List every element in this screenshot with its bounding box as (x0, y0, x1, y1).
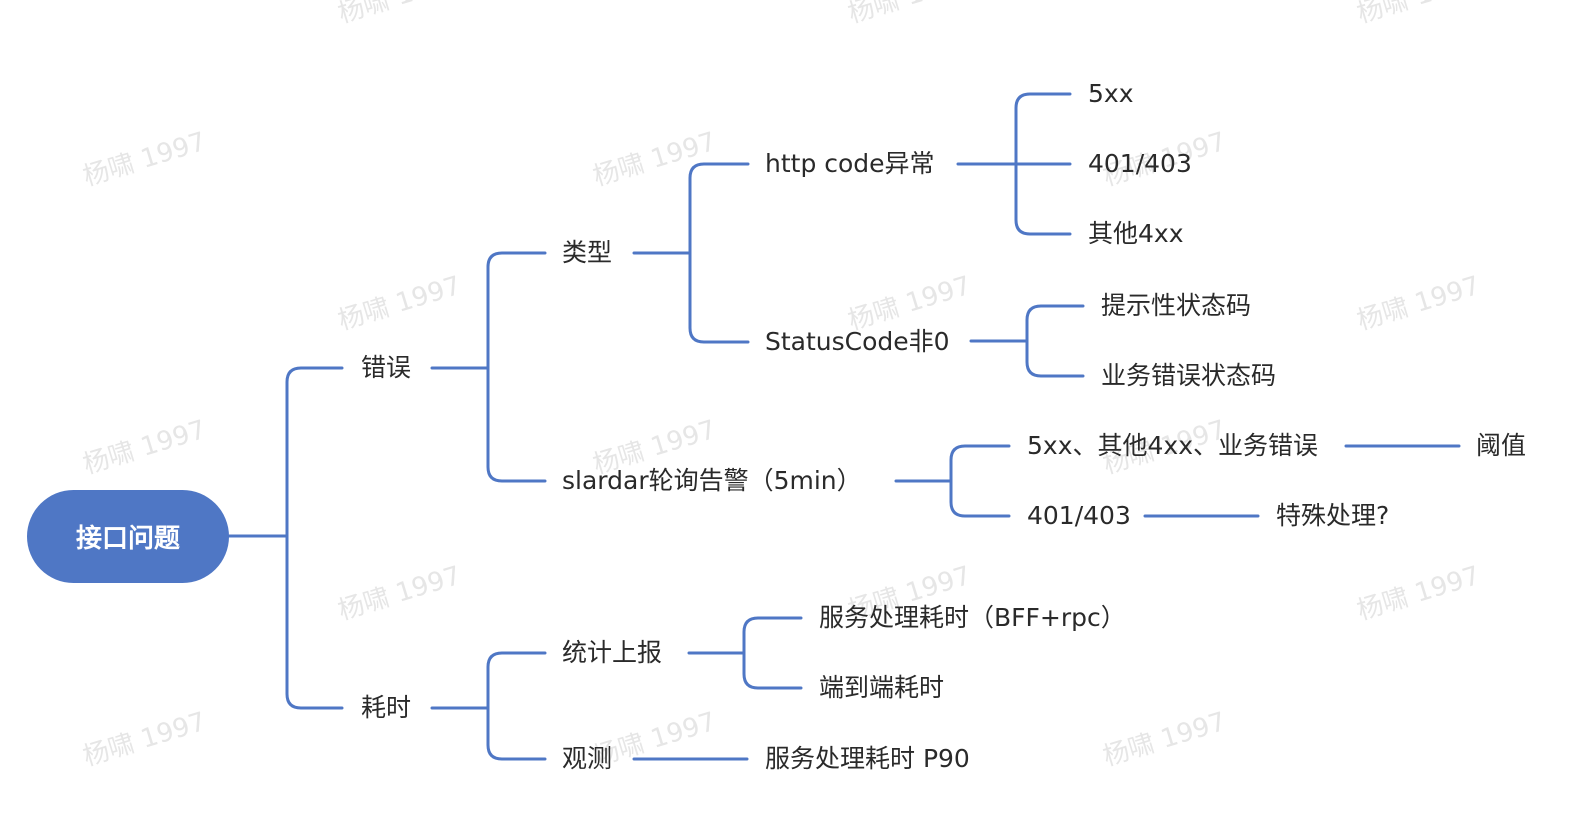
connector-alert-to-rule1 (949, 444, 1011, 483)
node-p90[interactable]: 服务处理耗时 P90 (765, 744, 970, 773)
node-e2e-time[interactable]: 端到端耗时 (819, 673, 945, 702)
node-hint-status[interactable]: 提示性状态码 (1101, 291, 1252, 320)
connector-error-to-type (486, 251, 547, 370)
node-status-code[interactable]: StatusCode非0 (765, 327, 950, 356)
node-5xx[interactable]: 5xx (1088, 79, 1134, 108)
connector-latency-to-report (486, 651, 547, 710)
connector-latency-to-observe (486, 706, 547, 761)
connector-report-to-service (742, 616, 803, 655)
connector-http-to-4xx (1014, 162, 1072, 236)
node-report[interactable]: 统计上报 (562, 638, 663, 667)
connector-http-to-5xx (1014, 92, 1072, 166)
connector-type-to-http (688, 162, 750, 255)
node-other-4xx[interactable]: 其他4xx (1088, 219, 1184, 248)
node-type[interactable]: 类型 (562, 238, 613, 267)
root-node[interactable]: 接口问题 (27, 490, 229, 583)
connector-root-to-latency (285, 534, 344, 710)
connector-status-to-hint (1025, 304, 1085, 343)
node-threshold[interactable]: 阈值 (1476, 431, 1527, 460)
connector-error-to-alert (486, 366, 547, 483)
node-alert-rule2[interactable]: 401/403 (1027, 501, 1131, 530)
node-401-403[interactable]: 401/403 (1088, 149, 1192, 178)
connector-root-to-error (285, 366, 344, 538)
connector-type-to-status (688, 251, 750, 344)
node-biz-status[interactable]: 业务错误状态码 (1101, 361, 1277, 390)
node-service-time[interactable]: 服务处理耗时（BFF+rpc） (819, 603, 1126, 632)
connector-report-to-e2e (742, 651, 803, 690)
node-error[interactable]: 错误 (361, 353, 412, 382)
connector-alert-to-rule2 (949, 479, 1011, 518)
node-special-handling[interactable]: 特殊处理? (1276, 501, 1390, 530)
node-latency[interactable]: 耗时 (361, 693, 412, 722)
node-http-code[interactable]: http code异常 (765, 149, 935, 178)
node-slardar-alert[interactable]: slardar轮询告警（5min） (562, 466, 862, 495)
node-observe[interactable]: 观测 (562, 744, 613, 773)
connector-status-to-biz (1025, 339, 1085, 378)
node-alert-rule1[interactable]: 5xx、其他4xx、业务错误 (1027, 431, 1318, 460)
